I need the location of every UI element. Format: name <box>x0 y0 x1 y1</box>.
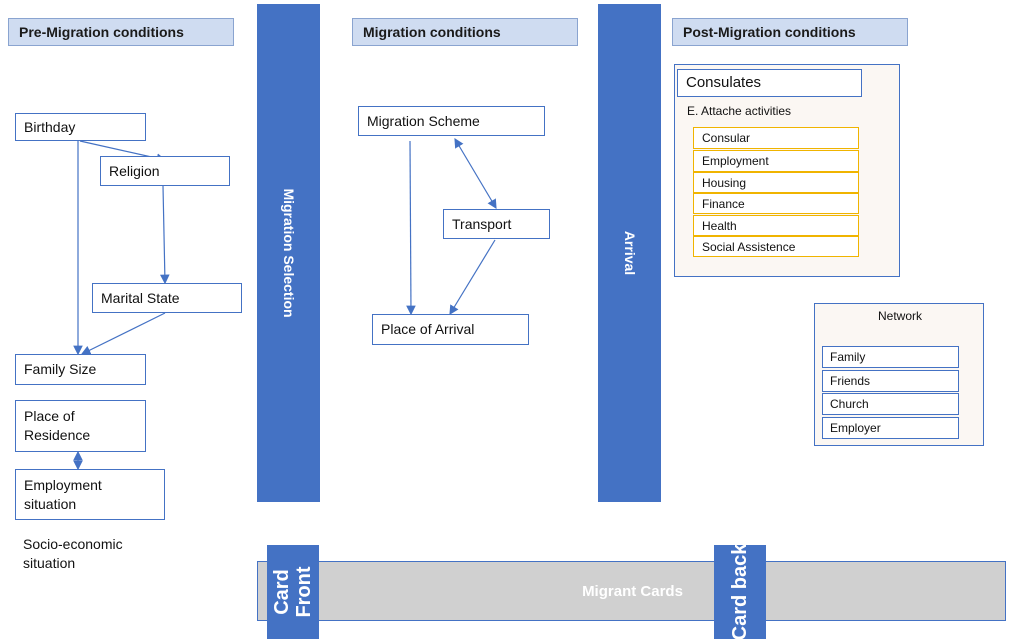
bar-migration-selection: Migration Selection <box>257 4 320 502</box>
network-friends: Friends <box>822 370 959 392</box>
activity-finance: Finance <box>693 193 859 214</box>
box-transport: Transport <box>443 209 550 239</box>
box-birthday: Birthday <box>15 113 146 141</box>
bar-migration-selection-label: Migration Selection <box>280 188 297 318</box>
activity-consular: Consular <box>693 127 859 149</box>
panel-network: Network Family Friends Church Employer <box>814 303 984 446</box>
box-religion: Religion <box>100 156 230 186</box>
bar-arrival: Arrival <box>598 4 661 502</box>
migrant-cards-strip: Migrant Cards <box>257 561 1006 621</box>
box-marital-state: Marital State <box>92 283 242 313</box>
box-place-of-residence: Place of Residence <box>15 400 146 452</box>
arrow-religion-marital <box>160 185 170 285</box>
header-post-migration: Post-Migration conditions <box>672 18 908 46</box>
arrow-scheme-transport <box>454 137 497 210</box>
panel-consulates: Consulates E. Attache activities Consula… <box>674 64 900 277</box>
network-title: Network <box>877 309 922 323</box>
activity-employment: Employment <box>693 150 859 172</box>
activity-social-assistence: Social Assistence <box>693 236 859 257</box>
header-pre-migration: Pre-Migration conditions <box>8 18 234 46</box>
activity-housing: Housing <box>693 172 859 193</box>
card-back-tab: Card back <box>714 543 766 641</box>
box-family-size: Family Size <box>15 354 146 385</box>
arrow-marital-familysize <box>80 312 166 355</box>
box-employment-situation: Employment situation <box>15 469 165 520</box>
text-socio-economic-situation: Socio-economic situation <box>23 536 123 571</box>
network-employer: Employer <box>822 417 959 439</box>
card-front-label: Card Front <box>271 566 315 618</box>
bar-arrival-label: Arrival <box>621 230 638 276</box>
arrow-scheme-arrival <box>406 140 416 316</box>
header-migration: Migration conditions <box>352 18 578 46</box>
consulates-title: Consulates <box>677 69 862 97</box>
box-migration-scheme: Migration Scheme <box>358 106 545 136</box>
network-family: Family <box>822 346 959 368</box>
box-place-of-arrival: Place of Arrival <box>372 314 529 345</box>
network-church: Church <box>822 393 959 415</box>
consulates-subtitle: E. Attache activities <box>687 104 792 118</box>
activity-health: Health <box>693 215 859 236</box>
arrow-transport-arrival <box>449 239 496 316</box>
card-front-tab: Card Front <box>267 545 319 639</box>
migrant-cards-label: Migrant Cards <box>582 582 683 600</box>
card-back-label: Card back <box>729 543 751 641</box>
